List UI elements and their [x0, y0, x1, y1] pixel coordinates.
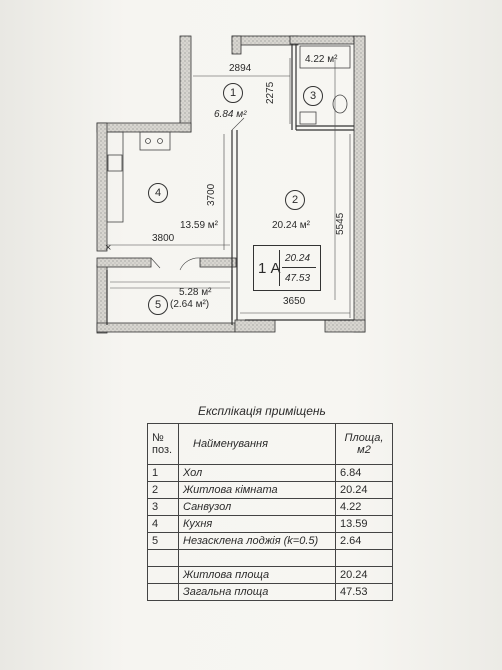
cell-area: 47.53 [335, 583, 393, 601]
room-5-area: 5.28 м² [179, 287, 212, 298]
header-area: Площа, м2 [335, 423, 393, 465]
room-4-marker: 4 [148, 183, 168, 203]
cell-num: 1 [147, 464, 179, 482]
cell-num: 4 [147, 515, 179, 533]
floor-plan: × [96, 35, 366, 334]
apartment-summary-box: 1 А 20.24 47.53 [253, 245, 321, 291]
explication-title: Експлікація приміщень [198, 404, 326, 418]
cell-area: 2.64 [335, 532, 393, 550]
cell-num: 3 [147, 498, 179, 516]
apartment-total-area: 47.53 [285, 273, 311, 284]
room-1-area: 6.84 м² [214, 109, 247, 120]
apartment-living-area: 20.24 [285, 253, 311, 264]
cell-name [178, 549, 336, 567]
interior-walls [106, 44, 354, 325]
dim-3700: 3700 [206, 183, 217, 206]
room-4-area: 13.59 м² [180, 220, 219, 231]
room-3-marker: 3 [303, 86, 323, 106]
doors [150, 117, 245, 271]
cell-area: 20.24 [335, 481, 393, 499]
cell-num: 2 [147, 481, 179, 499]
apartment-code: 1 А [258, 260, 281, 277]
header-num: № поз. [147, 423, 179, 465]
svg-text:×: × [105, 242, 111, 254]
header-name: Найменування [178, 423, 336, 465]
kitchen-counter [106, 131, 171, 223]
cell-num: 5 [147, 532, 179, 550]
table-header-row: № поз. Найменування Площа, м2 [147, 423, 393, 465]
dim-3800: 3800 [152, 233, 175, 244]
dim-2275: 2275 [265, 81, 276, 104]
dim-5545: 5545 [335, 212, 346, 235]
cell-name: Житлова кімната [178, 481, 336, 499]
cell-name: Санвузол [178, 498, 336, 516]
cell-num [147, 549, 179, 567]
walls [96, 35, 366, 334]
cell-area: 4.22 [335, 498, 393, 516]
cell-num [147, 566, 179, 584]
cell-num [147, 583, 179, 601]
cell-area [335, 549, 393, 567]
cell-name: Хол [178, 464, 336, 482]
room-5-marker: 5 [148, 295, 168, 315]
dim-3650: 3650 [283, 296, 306, 307]
cell-name: Загальна площа [178, 583, 336, 601]
dim-2894: 2894 [229, 63, 252, 74]
table-row [147, 549, 393, 567]
room-1-marker: 1 [223, 83, 243, 103]
room-5-area-k: (2.64 м²) [170, 299, 210, 310]
cell-area: 13.59 [335, 515, 393, 533]
room-2-area: 20.24 м² [272, 220, 311, 231]
cell-name: Житлова площа [178, 566, 336, 584]
cell-name: Кухня [178, 515, 336, 533]
dimension-lines [107, 58, 351, 318]
room-3-area: 4.22 м² [305, 54, 338, 65]
cell-name: Незасклена лоджія (k=0.5) [178, 532, 336, 550]
room-2-marker: 2 [285, 190, 305, 210]
bathroom-fixtures [299, 45, 351, 125]
cell-area: 6.84 [335, 464, 393, 482]
cell-area: 20.24 [335, 566, 393, 584]
